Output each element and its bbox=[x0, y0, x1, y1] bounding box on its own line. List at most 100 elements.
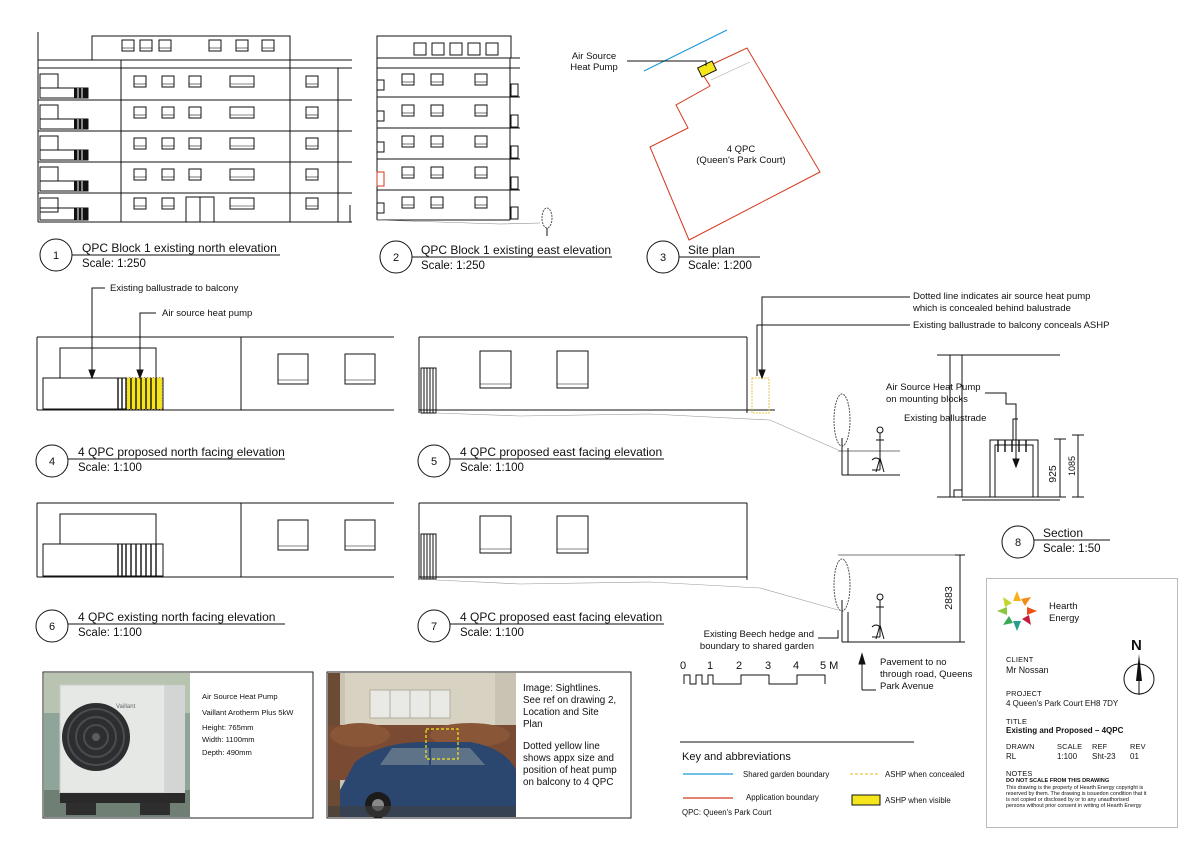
site-building-label-2: (Queen's Park Court) bbox=[696, 155, 785, 166]
pavement-label-3: Park Avenue bbox=[880, 681, 934, 692]
title-2: QPC Block 1 existing east elevation bbox=[421, 243, 611, 257]
dim-2883: 2883 bbox=[943, 586, 955, 610]
scale-tick-1: 1 bbox=[707, 660, 713, 672]
scale-key: SCALE bbox=[1057, 742, 1083, 751]
scale-tick-5: 5 M bbox=[820, 660, 838, 672]
ref-key: REF bbox=[1092, 742, 1108, 751]
sightline-photo-panel bbox=[326, 671, 632, 819]
scale-tick-2: 2 bbox=[736, 660, 742, 672]
scale-5: Scale: 1:100 bbox=[460, 462, 524, 474]
sightline-text-6: shows appx size and bbox=[523, 753, 614, 764]
title-6: 4 QPC existing north facing elevation bbox=[78, 610, 275, 624]
sightline-text-1: Image: Sightlines. bbox=[523, 683, 601, 694]
dim-1085: 1085 bbox=[1067, 456, 1077, 476]
north-arrow-icon bbox=[1123, 654, 1155, 695]
title-value: Existing and Proposed – 4QPC bbox=[1006, 726, 1124, 735]
notes-heading: DO NOT SCALE FROM THIS DRAWING bbox=[1006, 778, 1110, 784]
ashp-label: Air source heat pump bbox=[162, 308, 252, 319]
ref-value: Sht-23 bbox=[1092, 752, 1116, 761]
pavement-label-2: through road, Queens bbox=[880, 669, 973, 680]
title-3: Site plan bbox=[688, 243, 735, 257]
project-key: PROJECT bbox=[1006, 689, 1042, 698]
drawing-7-proposed-east-elevation bbox=[418, 502, 965, 691]
title-key: TITLE bbox=[1006, 717, 1028, 726]
pavement-label-1: Pavement to no bbox=[880, 657, 947, 668]
section-ashp-label-2: on mounting blocks bbox=[886, 394, 968, 405]
sightline-text-4: Plan bbox=[523, 719, 543, 730]
scale-bar: 0 1 2 3 4 5 M bbox=[680, 660, 838, 685]
notes-line-4: persons without prior consent in writing… bbox=[1006, 803, 1142, 809]
company-name-2: Energy bbox=[1049, 613, 1080, 624]
drawing-3-site-plan bbox=[627, 29, 821, 241]
site-building-label-1: 4 QPC bbox=[727, 144, 756, 155]
key-application: Application boundary bbox=[746, 793, 819, 802]
unit-brand: Vaillant bbox=[116, 704, 136, 710]
title-1: QPC Block 1 existing north elevation bbox=[82, 241, 277, 255]
notes-key: NOTES bbox=[1006, 769, 1033, 778]
client-value: Mr Nossan bbox=[1006, 665, 1049, 675]
title-block: Hearth Energy N CLIENT Mr Nossan PROJECT… bbox=[986, 578, 1178, 828]
project-value: 4 Queen's Park Court EH8 7DY bbox=[1006, 699, 1119, 708]
company-name-1: Hearth bbox=[1049, 601, 1078, 612]
ballustrade-label: Existing ballustrade to balcony bbox=[110, 283, 239, 294]
section-ashp-label-1: Air Source Heat Pump bbox=[886, 382, 981, 393]
scale-tick-0: 0 bbox=[680, 660, 686, 672]
key-lines bbox=[680, 741, 914, 806]
notes-line-1: This drawing is the property of Hearth E… bbox=[1006, 785, 1144, 791]
product-name: Air Source Heat Pump bbox=[202, 692, 278, 701]
hedge-label-2: boundary to shared garden bbox=[700, 641, 814, 652]
scale-4: Scale: 1:100 bbox=[78, 462, 142, 474]
heat-pump-photo-panel: Vaillant bbox=[42, 671, 314, 819]
section-ballustrade-label: Existing ballustrade bbox=[904, 413, 986, 424]
tag-5: 5 bbox=[431, 456, 437, 468]
scale-tick-3: 3 bbox=[765, 660, 771, 672]
dotted-line-label-2: which is concealed behind balustrade bbox=[912, 303, 1071, 314]
key-shared: Shared garden boundary bbox=[743, 770, 829, 779]
notes-line-2: reserved by them. The drawing is issuedo… bbox=[1006, 791, 1147, 797]
key-title: Key and abbreviations bbox=[682, 751, 791, 763]
drawing-4-proposed-north-elevation bbox=[36, 287, 394, 411]
client-key: CLIENT bbox=[1006, 655, 1034, 664]
hedge-label-1: Existing Beech hedge and bbox=[704, 629, 814, 640]
sightline-text-8: on balcony to 4 QPC bbox=[523, 777, 613, 788]
product-model: Vaillant Arotherm Plus 5kW bbox=[202, 708, 294, 717]
scale-6: Scale: 1:100 bbox=[78, 627, 142, 639]
drawing-1-north-elevation bbox=[37, 32, 352, 223]
key-visible: ASHP when visible bbox=[885, 796, 951, 805]
scale-8: Scale: 1:50 bbox=[1043, 543, 1101, 555]
north-label: N bbox=[1131, 637, 1142, 654]
scale-tick-4: 4 bbox=[793, 660, 799, 672]
drawing-8-section bbox=[937, 354, 1084, 501]
title-8: Section bbox=[1043, 526, 1083, 540]
notes-line-3: is not copied or disclosed by or to any … bbox=[1006, 797, 1129, 803]
product-width: Width: 1100mm bbox=[202, 735, 255, 744]
rev-key: REV bbox=[1130, 742, 1146, 751]
tag-2: 2 bbox=[393, 252, 399, 264]
scale-3: Scale: 1:200 bbox=[688, 260, 752, 272]
tag-6: 6 bbox=[49, 621, 55, 633]
hearth-energy-logo-icon bbox=[997, 591, 1037, 631]
sightline-text-7: position of heat pump bbox=[523, 765, 617, 776]
key-qpc: QPC: Queen's Park Court bbox=[682, 808, 772, 817]
key-concealed: ASHP when concealed bbox=[885, 770, 965, 779]
tag-8: 8 bbox=[1015, 537, 1021, 549]
drawing-2-east-elevation bbox=[376, 35, 553, 236]
sightline-text-5: Dotted yellow line bbox=[523, 741, 600, 752]
tag-1: 1 bbox=[53, 250, 59, 262]
site-ashp-label-2: Heat Pump bbox=[570, 62, 618, 73]
tag-7: 7 bbox=[431, 621, 437, 633]
dotted-line-label-1: Dotted line indicates air source heat pu… bbox=[913, 291, 1090, 302]
title-4: 4 QPC proposed north facing elevation bbox=[78, 445, 285, 459]
tag-3: 3 bbox=[660, 252, 666, 264]
tag-4: 4 bbox=[49, 456, 55, 468]
drawn-key: DRAWN bbox=[1006, 742, 1035, 751]
title-5: 4 QPC proposed east facing elevation bbox=[460, 445, 662, 459]
rev-value: 01 bbox=[1130, 752, 1139, 761]
product-depth: Depth: 490mm bbox=[202, 748, 252, 757]
dim-925: 925 bbox=[1047, 465, 1059, 483]
scale-1: Scale: 1:250 bbox=[82, 258, 146, 270]
sightline-text-2: See ref on drawing 2, bbox=[523, 695, 616, 706]
drawn-value: RL bbox=[1006, 752, 1017, 761]
product-height: Height: 765mm bbox=[202, 723, 254, 732]
